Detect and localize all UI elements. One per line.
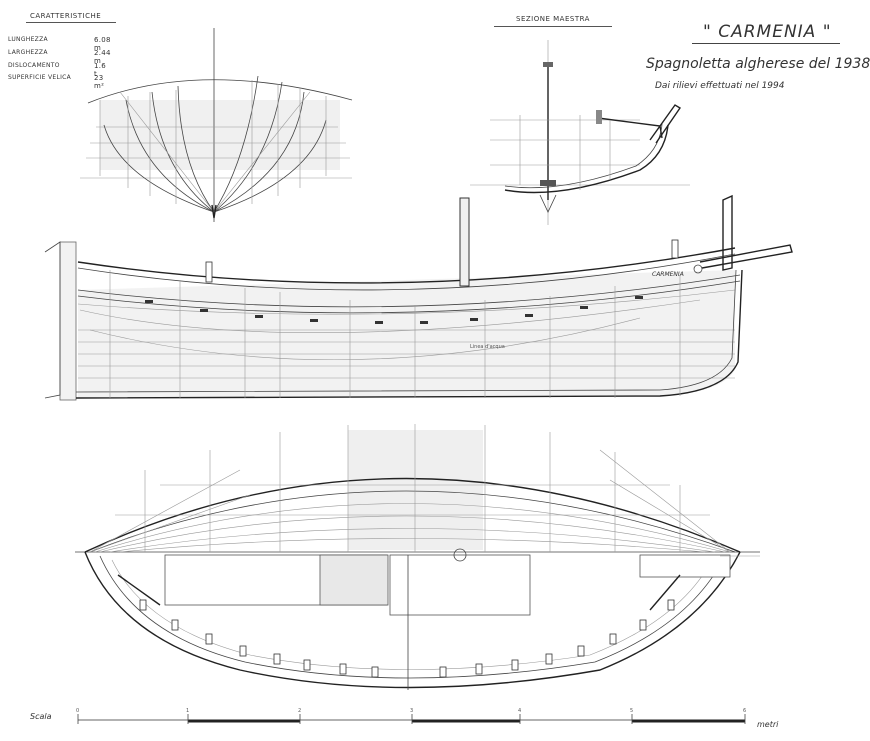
spec-label: DISLOCAMENTO [8,62,60,69]
deck-plan [84,548,760,690]
title-underline [692,43,840,44]
scale-tick-4: 4 [518,708,521,714]
spec-value: 2.44 m [94,49,111,65]
spec-label: LUNGHEZZA [8,36,48,43]
scale-unit: metri [757,720,779,729]
half-breadth-plan [75,424,760,553]
boat-subtitle: Spagnoletta algherese del 1938 [646,56,870,72]
scale-tick-5: 5 [630,708,633,714]
header-underline [26,22,116,23]
scale-tick-1: 1 [186,708,189,714]
scale-bar: 0 1 2 3 4 5 6 [76,708,746,724]
survey-note: Dai rilievi effettuati nel 1994 [655,81,785,91]
spec-row-width: LARGHEZZA 2.44 m [8,49,111,65]
scale-tick-0: 0 [76,708,79,714]
scale-tick-3: 3 [410,708,413,714]
scale-label: Scala [30,712,52,721]
spec-label: SUPERFICIE VELICA [8,74,72,81]
spec-label: LARGHEZZA [8,49,48,56]
specifications-header: CARATTERISTICHE [30,12,102,20]
scale-tick-2: 2 [298,708,301,714]
spec-row-sail-area: SUPERFICIE VELICA 23 m² [8,74,104,90]
midship-section [470,40,690,225]
boat-title: " CARMENIA " [703,22,832,42]
spec-value: 1.6 t [94,62,107,78]
section-underline [494,26,612,27]
spec-row-displacement: DISLOCAMENTO 1.6 t [8,62,106,78]
scale-tick-6: 6 [743,708,746,714]
spec-value: 6.08 m [94,36,111,52]
body-plan [80,28,353,222]
profile-view: Linea d'acqua CARMENIA [44,194,793,401]
spec-row-length: LUNGHEZZA 6.08 m [8,36,111,52]
hull-name-label: CARMENIA [652,271,684,278]
waterline-label: Linea d'acqua [470,344,505,350]
midship-section-label: SEZIONE MAESTRA [516,15,590,23]
spec-value: 23 m² [94,74,105,90]
